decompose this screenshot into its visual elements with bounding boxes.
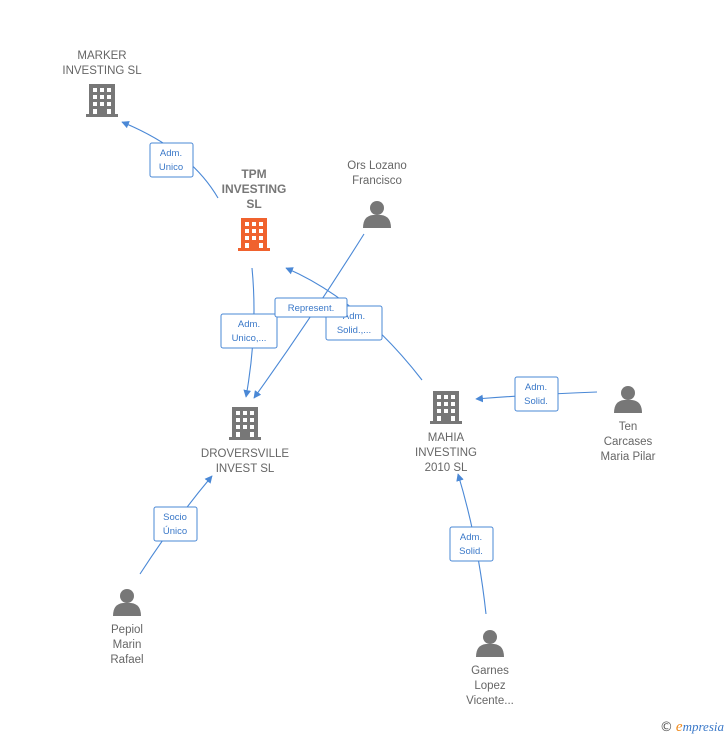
- building-icon: [229, 407, 261, 440]
- person-icon: [113, 589, 141, 616]
- edge-label-text: Represent.: [288, 303, 334, 314]
- person-icon: [614, 386, 642, 413]
- edge-label-text: Adm.Unico,...: [232, 319, 267, 344]
- edge-label-tpm-marker[interactable]: Adm.Unico: [149, 142, 194, 178]
- edge-label-text: Adm.Solid.,...: [337, 311, 371, 336]
- edge-label-ors-tpm[interactable]: Represent.: [274, 297, 348, 318]
- brand-initial: e: [675, 719, 683, 735]
- edge-label-text: Adm.Unico: [159, 148, 183, 173]
- person-icon: [363, 201, 391, 228]
- building-icon: [86, 84, 118, 117]
- building-icon: [430, 391, 462, 424]
- edge-label-ten-mahia[interactable]: Adm.Solid.: [514, 376, 559, 412]
- brand-name: mpresia: [682, 719, 724, 734]
- edge-ors-droversville: [253, 233, 365, 399]
- person-icon: [476, 630, 504, 657]
- building-icon: [238, 218, 270, 251]
- edge-label-tpm-droversville[interactable]: Adm.Unico,...: [220, 313, 278, 349]
- edge-label-text: Adm.Solid.: [459, 532, 483, 557]
- empresia-logo: ©empresia: [660, 719, 724, 736]
- edge-label-text: Adm.Solid.: [524, 382, 548, 407]
- edge-label-garnes-mahia[interactable]: Adm.Solid.: [449, 526, 494, 562]
- copyright-symbol: ©: [659, 720, 673, 735]
